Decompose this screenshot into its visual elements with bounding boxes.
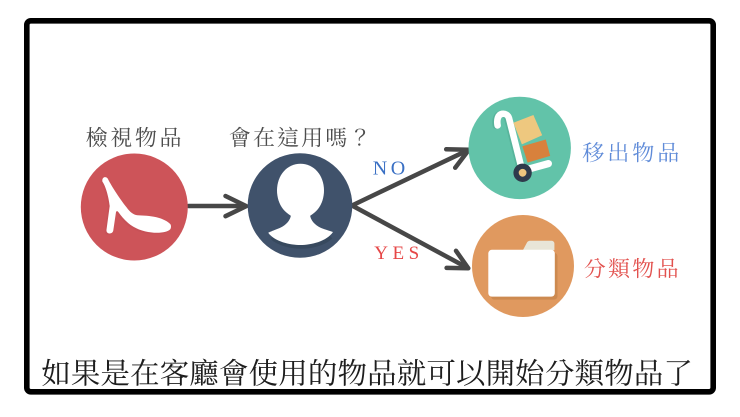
svg-text:NO: NO [373,157,409,179]
svg-text:YES: YES [374,243,423,264]
